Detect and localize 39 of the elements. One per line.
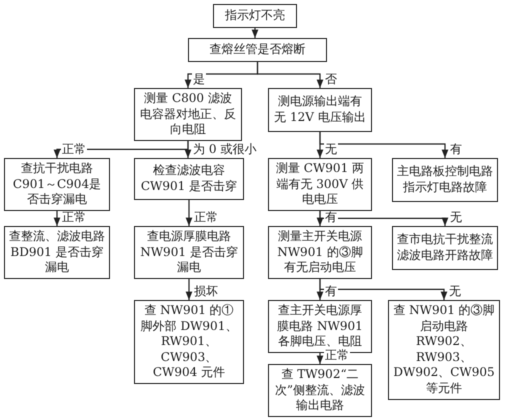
connector-arrow: [186, 200, 192, 226]
edge-label: 有: [324, 285, 338, 297]
process-box: 查电源厚膜电路NW901 是否击穿漏电: [134, 226, 244, 279]
process-box: 查市电抗干扰整流滤波电路开路故障: [392, 226, 498, 270]
connector-arrow: [319, 210, 448, 226]
process-box: 测电源输出端有无 12V 电压输出: [268, 88, 372, 132]
connector-arrow: [186, 278, 192, 300]
process-box: 测量 CW901 两端有无 300V 供电电压: [268, 158, 372, 211]
process-box: 查 NW901 的①脚外部 DW901、RW901、CW903、CW904 元件: [134, 300, 244, 384]
connector-arrow: [184, 140, 192, 158]
process-box: 查 NW901 的③脚启动电路 RW902、RW903、DW902、CW905等元件: [388, 300, 500, 400]
connector-arrow: [54, 210, 60, 226]
process-box: 主电路板控制电路指示灯电路故障: [392, 158, 498, 202]
connector-arrow: [252, 28, 258, 38]
process-box: 检查滤波电容CW901 是否击穿: [134, 158, 244, 200]
process-box: 查熔丝管是否熔断: [188, 38, 327, 62]
edge-label: 正常: [193, 211, 219, 223]
process-box: 查 TW902“二次”侧整流、滤波输出电路: [268, 364, 372, 417]
process-box: 指示灯不亮: [213, 4, 297, 28]
edge-label: 损坏: [193, 285, 219, 297]
connector-arrow: [256, 62, 324, 88]
edge-label: 无: [324, 143, 338, 155]
connector-arrow: [319, 278, 448, 300]
edge-label: 无: [449, 211, 463, 223]
process-box: 查整流、滤波电路BD901 是否击穿漏电: [4, 226, 110, 279]
connector-arrow: [319, 132, 448, 158]
process-box: 测量主开关电源NW901 的③脚有无启动电压: [268, 226, 372, 279]
edge-label: 有: [324, 211, 338, 223]
process-box: 查抗干扰电路C901～C904是否击穿漏电: [4, 158, 110, 211]
edge-label: 正常: [324, 349, 350, 361]
edge-label: 为 0 或很小: [192, 143, 258, 155]
edge-label: 是: [192, 73, 206, 85]
connector-arrow: [316, 352, 324, 364]
edge-label: 无: [448, 285, 462, 297]
edge-label: 正常: [61, 211, 87, 223]
edge-label: 否: [324, 73, 338, 85]
edge-label: 正常: [61, 143, 87, 155]
process-box: 测量 C800 滤波电容器对地正、反向电阻: [134, 88, 242, 141]
edge-label: 有: [449, 143, 463, 155]
